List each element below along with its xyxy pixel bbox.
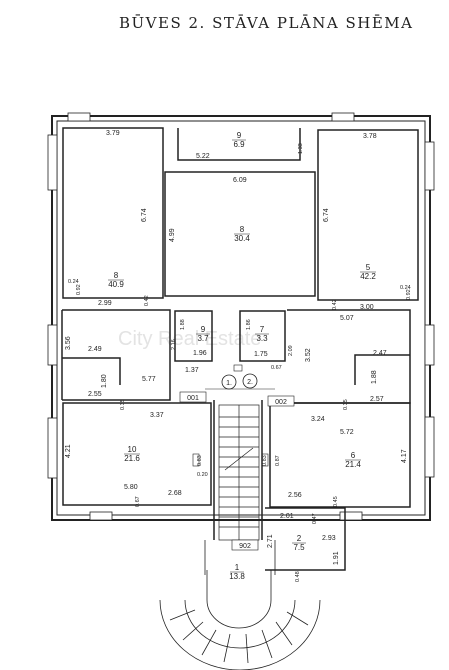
dimension: 0.35 [343, 399, 349, 410]
dimension: 2.16 [171, 339, 177, 350]
dimension: 1.91 [333, 551, 340, 565]
room-number: 2 [297, 534, 302, 543]
dimension: 2.71 [267, 534, 274, 548]
room-area: 21.4 [345, 460, 361, 469]
dimension: 2.93 [322, 535, 336, 542]
dimension: 4.17 [401, 449, 408, 463]
dimension: 0.48 [295, 571, 301, 582]
dimension: 2.68 [168, 490, 182, 497]
dimension: 0.35 [120, 399, 126, 410]
interior-walls [61, 127, 419, 571]
dimension: 2.56 [288, 492, 302, 499]
dimension: 1.88 [371, 370, 378, 384]
circle-marker: 1. [226, 380, 232, 387]
dimension: 0.83 [197, 455, 203, 466]
door-code: 902 [239, 543, 251, 550]
door-codes: 001 002 902 [179, 391, 295, 551]
room-area: 3.7 [197, 334, 209, 343]
dimension: 2.57 [370, 396, 384, 403]
dimension: 3.37 [150, 412, 164, 419]
dimension: 0.42 [144, 295, 150, 306]
watermark: City Real Estate [118, 328, 261, 350]
outer-walls [51, 115, 431, 521]
spiral-stair [159, 540, 321, 670]
room-area: 30.4 [234, 234, 250, 243]
dimension: 4.21 [65, 444, 72, 458]
dimension: 3.78 [363, 133, 377, 140]
dimension: 0.87 [275, 455, 281, 466]
dimension: 0.92 [76, 284, 82, 295]
dimension: 0.92 [406, 289, 412, 300]
dimension: 6.09 [233, 177, 247, 184]
dimension: 1.80 [101, 374, 108, 388]
room-number: 9 [201, 325, 206, 334]
room-area: 40.9 [108, 280, 124, 289]
room-number: 1 [235, 563, 240, 572]
dimension: 2.55 [88, 391, 102, 398]
dimension: 2.09 [288, 345, 294, 356]
room-number: 8 [240, 225, 245, 234]
dimension: 2.47 [373, 350, 387, 357]
dimension: 2.49 [88, 346, 102, 353]
dimension: 0.24 [400, 285, 411, 291]
dimension: 6.74 [141, 208, 148, 222]
room-area: 3.3 [256, 334, 268, 343]
door-swings [192, 364, 269, 467]
dimension: 5.72 [340, 429, 354, 436]
circle-marker: 2. [247, 379, 253, 386]
dimension: 0.47 [312, 513, 318, 524]
dimension: 4.99 [169, 228, 176, 242]
dimension: 5.77 [142, 376, 156, 383]
plan-title: BŪVES 2. STĀVA PLĀNA SHĒMA [119, 14, 414, 32]
dimension: 1.96 [193, 350, 207, 357]
room-number: 10 [128, 445, 137, 454]
room-number: 7 [260, 325, 265, 334]
room-area: 13.8 [229, 572, 245, 581]
windows [47, 112, 435, 521]
dimension: 5.80 [124, 484, 138, 491]
room-number: 6 [351, 451, 356, 460]
room-area: 21.6 [124, 454, 140, 463]
dimension: 5.22 [196, 153, 210, 160]
dimension: 0.67 [135, 496, 141, 507]
door-code: 002 [275, 399, 287, 406]
dimension: 2.01 [280, 513, 294, 520]
room-area: 6.9 [233, 140, 245, 149]
room-labels: 8 40.9 9 6.9 8 30.4 5 42.2 9 3.7 7 3.3 1… [108, 131, 376, 581]
dimension: 1.33 [298, 143, 304, 154]
dimension: 1.88 [180, 319, 186, 330]
dimension: 0.83 [262, 455, 268, 466]
dimension: 3.56 [65, 336, 72, 350]
door-code: 001 [187, 395, 199, 402]
dimension: 0.45 [333, 496, 339, 507]
room-number: 8 [114, 271, 119, 280]
room-area: 7.5 [293, 543, 305, 552]
dimension: 0.20 [197, 472, 208, 478]
dimension-labels: 3.79 5.22 1.33 3.78 6.09 6.74 4.99 6.74 … [65, 130, 412, 582]
dimension: 1.75 [254, 351, 268, 358]
room-area: 42.2 [360, 272, 376, 281]
dimension: 3.79 [106, 130, 120, 137]
dimension: 0.42 [332, 299, 338, 310]
staircase [218, 404, 260, 541]
dimension: 1.37 [185, 367, 199, 374]
room-number: 5 [366, 263, 371, 272]
dimension: 0.24 [68, 279, 79, 285]
dimension: 3.24 [311, 416, 325, 423]
dimension: 2.99 [98, 300, 112, 307]
dimension: 0.67 [271, 365, 282, 371]
circled-markers: 1. 2. [205, 373, 275, 390]
dimension: 1.86 [246, 319, 252, 330]
dimension: 3.52 [305, 348, 312, 362]
room-number: 9 [237, 131, 242, 140]
dimension: 3.00 [360, 304, 374, 311]
dimension: 5.07 [340, 315, 354, 322]
dimension: 6.74 [323, 208, 330, 222]
